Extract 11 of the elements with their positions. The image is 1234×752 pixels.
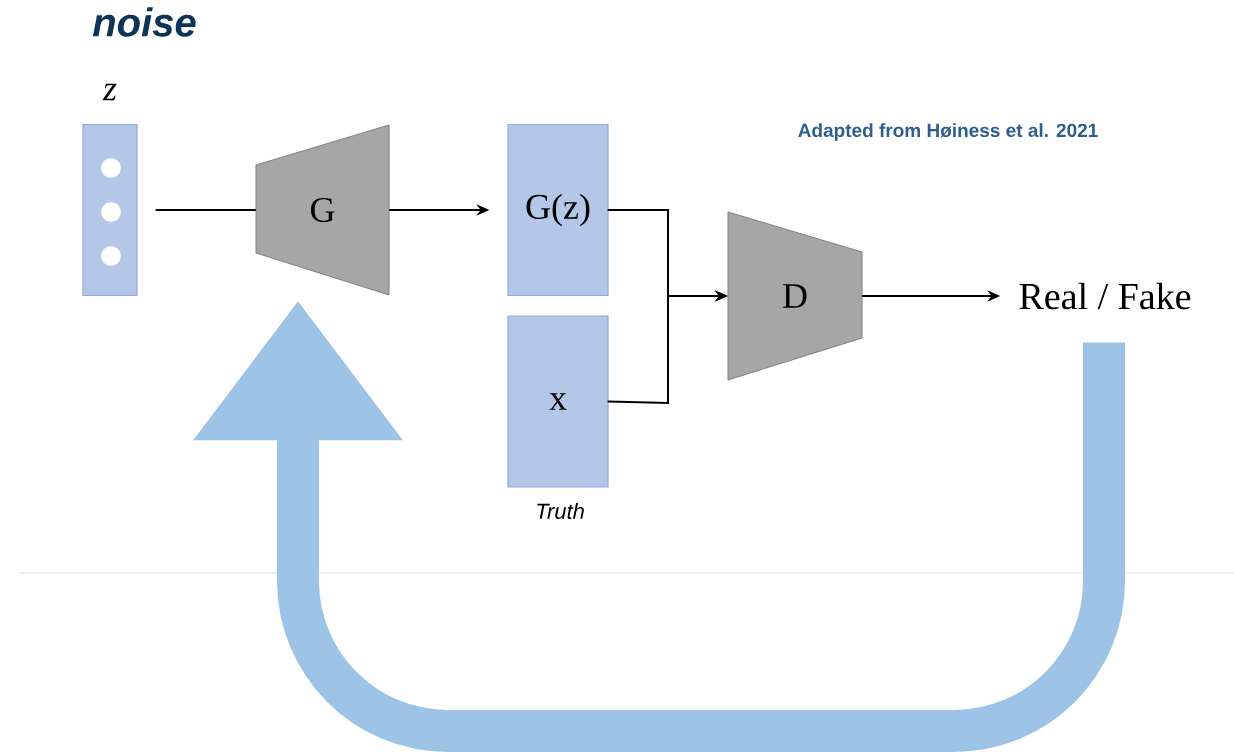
input-vector: z	[82, 83, 138, 297]
discriminator-trapezoid: D	[727, 211, 863, 381]
generator-trapezoid: G	[255, 124, 390, 296]
node-label: z	[102, 83, 117, 101]
data-box: x	[507, 315, 609, 488]
title: noise	[92, 7, 196, 37]
connector	[154, 209, 257, 211]
credit-text: Adapted from Høiness et al. 2021	[798, 123, 1098, 141]
output-box: G(z)	[507, 123, 609, 297]
result-text: Real / Fake	[1019, 282, 1191, 310]
node-label: Truth	[537, 502, 584, 520]
